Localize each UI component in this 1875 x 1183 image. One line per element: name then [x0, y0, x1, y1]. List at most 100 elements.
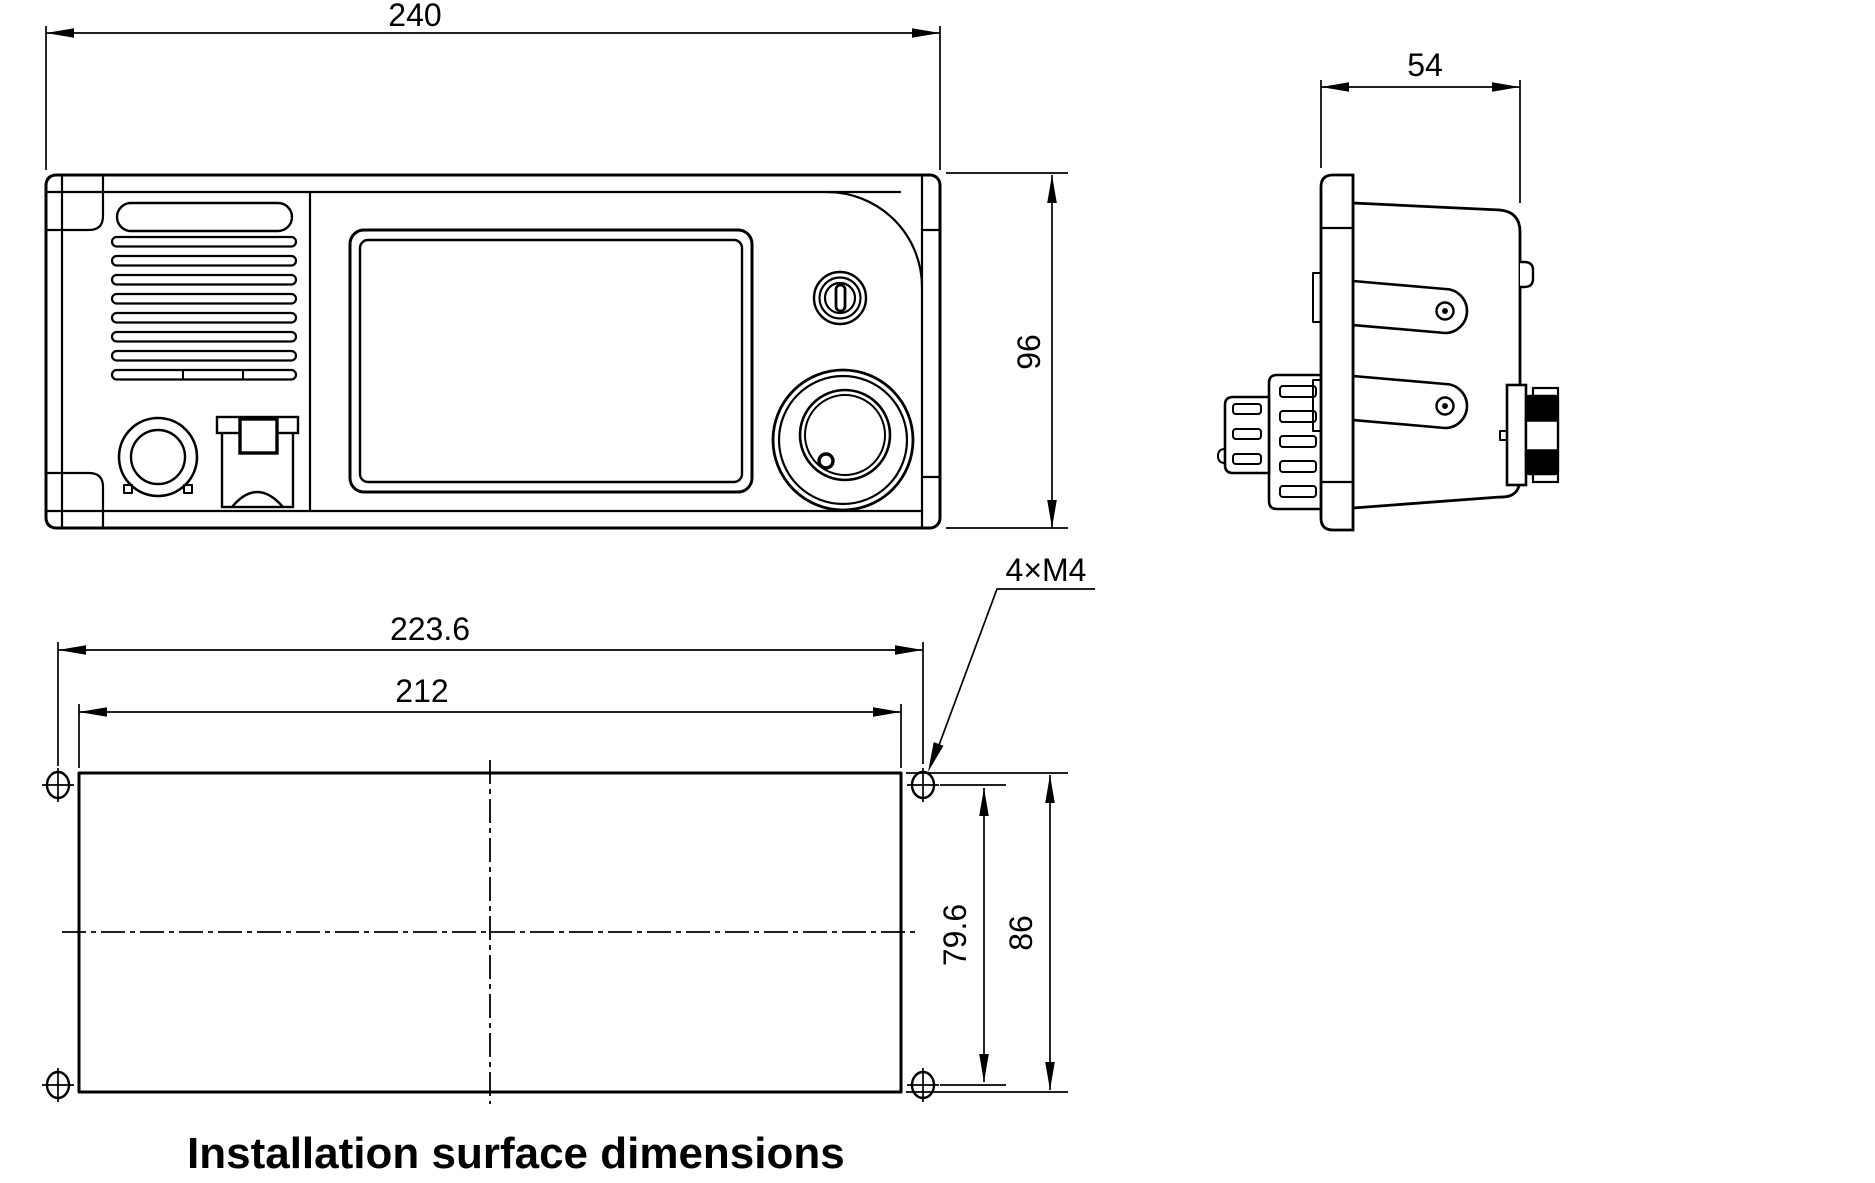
- side-bezel: [1319, 173, 1355, 532]
- mic-connector-outer: [117, 416, 199, 498]
- connector-thread-bottom: [1525, 449, 1559, 475]
- power-button-face: [823, 281, 857, 315]
- grille-slot: [110, 349, 298, 362]
- grille-slot: [110, 273, 298, 286]
- mounting-tab-lower: [1351, 374, 1469, 430]
- power-button-mid-ring: [818, 276, 862, 320]
- knob-outer-ring: [771, 368, 915, 512]
- power-button-outer-ring: [812, 270, 868, 326]
- grille-top-slot: [115, 201, 294, 233]
- mic-connector-inner: [129, 428, 187, 486]
- dim-212-extension-lines: [78, 704, 902, 768]
- corner-cap-right-ticks: [920, 228, 942, 479]
- knob-cap-outer: [798, 388, 892, 482]
- dim-79-6-label: 79.6: [937, 904, 973, 966]
- arrow-right-icon: [873, 707, 901, 717]
- mounting-tab-upper-outline: [1351, 279, 1469, 335]
- side-bezel-cap-lines: [1319, 226, 1355, 484]
- mic-connector: [117, 416, 199, 498]
- knob-rib: [1279, 485, 1317, 498]
- knob-indicator-dot: [817, 452, 835, 470]
- front-view: [44, 173, 942, 530]
- knob-rib: [1232, 453, 1262, 465]
- dim-223-6: 223.6: [57, 611, 924, 766]
- dim-96: 96: [946, 172, 1068, 529]
- knob-side-tab: [1217, 448, 1226, 464]
- screw-callout-leader: [931, 588, 1095, 765]
- display-bezel: [348, 228, 754, 494]
- dim-79-6: 79.6: [937, 784, 1006, 1086]
- dim-240-extension-lines: [45, 26, 941, 170]
- knob-cap-inner: [804, 394, 886, 476]
- mounting-tab-lower-outline: [1351, 374, 1469, 430]
- arrow-left-icon: [1321, 82, 1349, 92]
- display-screen: [358, 238, 744, 484]
- power-button[interactable]: [812, 270, 868, 326]
- grille-slot: [110, 330, 298, 343]
- grille-slot-divided: [110, 368, 298, 381]
- screw-callout: 4×M4: [928, 552, 1095, 772]
- speaker-grille: [110, 201, 298, 381]
- rear-plate-notch: [1499, 430, 1508, 441]
- arrow-right-icon: [1492, 82, 1520, 92]
- dim-86: 86: [906, 772, 1068, 1093]
- knob-side-small-tier: [1223, 395, 1271, 475]
- screw-callout-label: 4×M4: [1006, 552, 1087, 588]
- knob-rib: [1279, 385, 1317, 398]
- arrow-up-icon: [1047, 175, 1057, 203]
- mounting-tab-lower-hole-center: [1442, 403, 1448, 409]
- dim-223-6-label: 223.6: [390, 611, 470, 647]
- knob-rib: [1232, 428, 1262, 440]
- gasket-tab-upper: [1312, 272, 1322, 323]
- grille-slot-dividers: [182, 369, 244, 381]
- knob-rib: [1279, 410, 1317, 423]
- mic-connector-foot-left: [123, 484, 133, 494]
- dim-96-extension-lines: [946, 172, 1068, 529]
- face-panel-corner-arc: [825, 190, 924, 289]
- connector-thread-top: [1525, 395, 1559, 422]
- mic-hanger: [215, 415, 300, 509]
- dim-96-label: 96: [1011, 334, 1047, 370]
- rear-plate: [1505, 383, 1528, 487]
- front-bezel-outline: [44, 173, 942, 530]
- knob-rib: [1279, 460, 1317, 473]
- grille-slot: [110, 311, 298, 324]
- arrow-right-icon: [895, 645, 923, 655]
- arrow-left-icon: [79, 707, 107, 717]
- dim-86-extension-lines: [906, 772, 1068, 1093]
- arrow-down-icon: [1045, 1062, 1055, 1090]
- rear-connector: [1499, 383, 1560, 487]
- knob-rib: [1232, 403, 1262, 415]
- arrow-left-icon: [46, 28, 74, 38]
- arrow-right-icon: [912, 28, 940, 38]
- dim-79-6-extension-lines: [940, 784, 1006, 1086]
- mic-hanger-hook-arc: [230, 490, 285, 509]
- grille-slot: [110, 235, 298, 248]
- screw-hole-top-left: [42, 768, 74, 802]
- knob-rib: [1279, 435, 1317, 448]
- dim-212-label: 212: [395, 673, 448, 709]
- dim-240-label: 240: [388, 0, 441, 33]
- mounting-tab-upper-hole: [1435, 301, 1455, 321]
- mic-connector-foot-right: [183, 484, 193, 494]
- arrow-down-icon: [979, 1054, 989, 1082]
- dim-212: 212: [78, 673, 902, 768]
- mounting-tab-upper-hole-center: [1442, 308, 1448, 314]
- arrow-up-icon: [1045, 775, 1055, 803]
- arrow-down-icon: [1047, 500, 1057, 528]
- screw-hole-bottom-left: [42, 1068, 74, 1102]
- dim-54-extension-lines: [1320, 80, 1521, 203]
- channel-knob[interactable]: [771, 368, 915, 512]
- arrow-up-icon: [979, 788, 989, 816]
- grille-slot: [110, 254, 298, 267]
- dim-54: 54: [1320, 47, 1521, 203]
- dim-54-label: 54: [1407, 47, 1443, 83]
- knob-side: [1217, 373, 1324, 511]
- gasket-tab-lower: [1312, 379, 1322, 432]
- arrow-down-left-icon: [928, 742, 944, 772]
- dim-240: 240: [45, 0, 941, 170]
- mic-hanger-peg: [238, 417, 279, 455]
- arrow-left-icon: [58, 645, 86, 655]
